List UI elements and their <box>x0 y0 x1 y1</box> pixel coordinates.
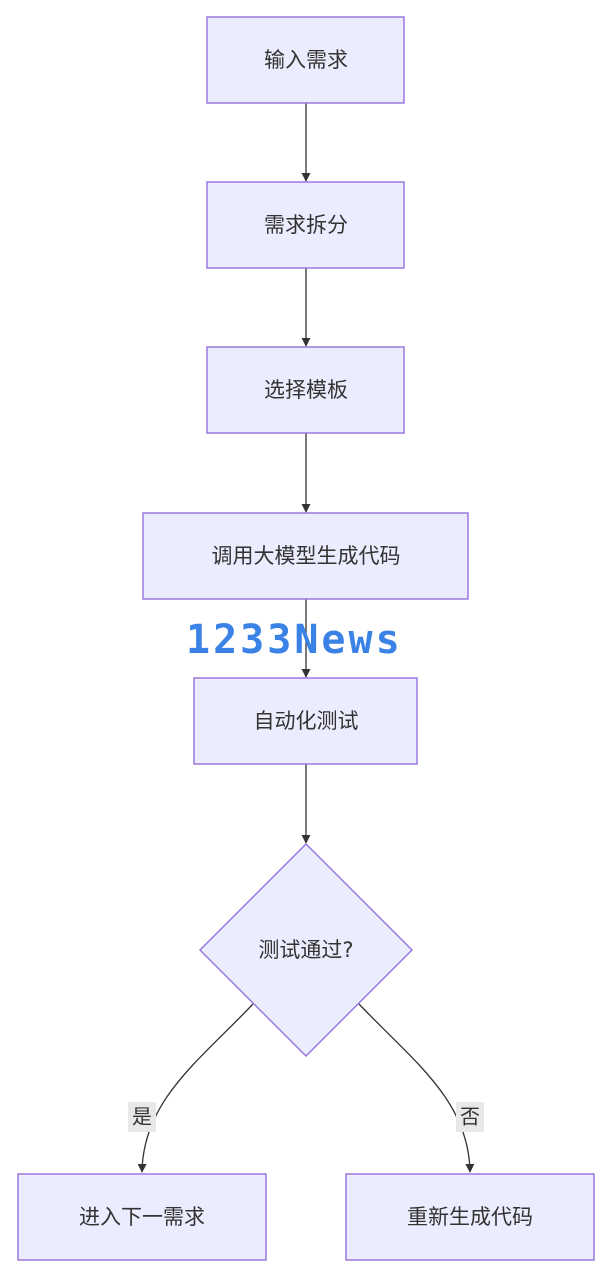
edge-label-yes-text: 是 <box>132 1105 152 1129</box>
node-call-llm-label: 调用大模型生成代码 <box>212 544 401 568</box>
node-auto-test-label: 自动化测试 <box>254 709 359 733</box>
node-call-llm: 调用大模型生成代码 <box>142 512 469 600</box>
node-split-requirement: 需求拆分 <box>206 181 405 269</box>
edge-decision-no <box>358 1003 475 1173</box>
edge-label-no: 否 <box>456 1102 484 1132</box>
edge-label-no-text: 否 <box>460 1105 480 1129</box>
node-regenerate-code: 重新生成代码 <box>345 1173 595 1261</box>
node-regenerate-code-label: 重新生成代码 <box>407 1205 533 1229</box>
node-next-requirement-label: 进入下一需求 <box>79 1205 205 1229</box>
node-next-requirement: 进入下一需求 <box>17 1173 267 1261</box>
node-input-requirement: 输入需求 <box>206 16 405 104</box>
node-input-requirement-label: 输入需求 <box>264 48 348 72</box>
node-select-template: 选择模板 <box>206 346 405 434</box>
watermark-logo: 1233News <box>186 617 403 663</box>
decision-test-passed-label: 测试通过? <box>258 938 353 962</box>
edge-decision-yes <box>137 1003 254 1173</box>
edge-label-yes: 是 <box>128 1102 156 1132</box>
node-split-requirement-label: 需求拆分 <box>264 213 348 237</box>
decision-test-passed: 测试通过? <box>199 843 413 1057</box>
node-auto-test: 自动化测试 <box>193 677 418 765</box>
node-select-template-label: 选择模板 <box>264 378 348 402</box>
